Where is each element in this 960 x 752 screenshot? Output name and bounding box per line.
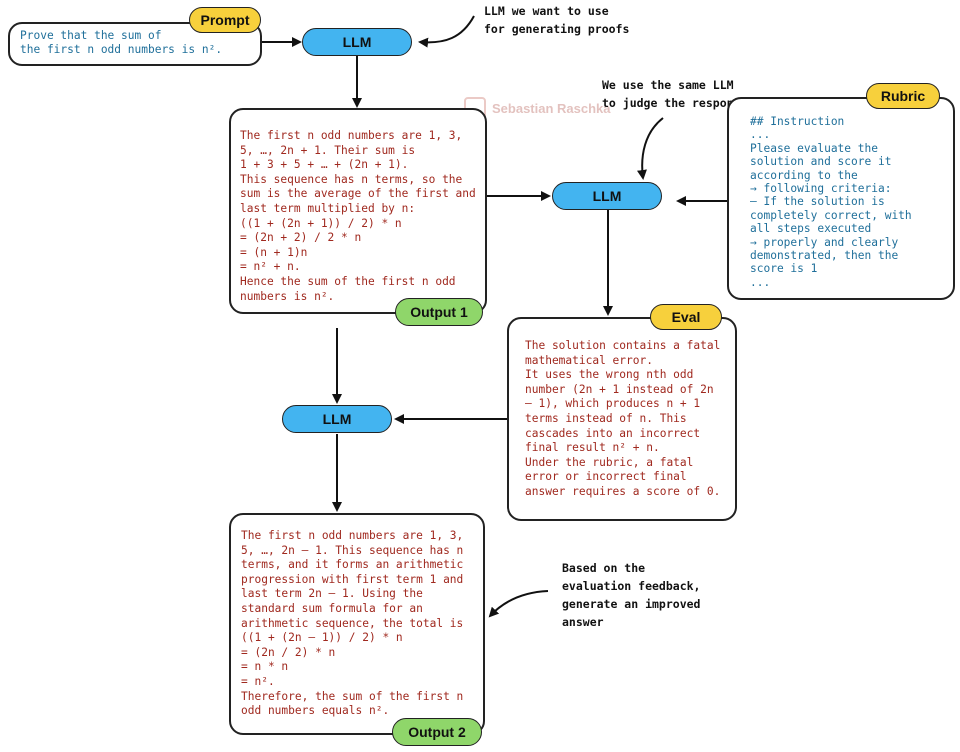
note-feedback: Based on the evaluation feedback, genera… xyxy=(562,561,701,629)
rubric-tag: Rubric xyxy=(866,83,940,109)
rubric-box: ## Instruction ... Please evaluate the s… xyxy=(727,97,955,300)
arrow-note-feedback xyxy=(488,590,549,618)
output2-text: The first n odd numbers are 1, 3, 5, …, … xyxy=(241,529,464,718)
prompt-box: Prove that the sum of the first n odd nu… xyxy=(8,22,262,66)
arrow-note-llm-use xyxy=(418,15,475,48)
watermark-text: Sebastian Raschka xyxy=(492,100,611,116)
eval-text: The solution contains a fatal mathematic… xyxy=(525,339,721,498)
eval-tag: Eval xyxy=(650,304,722,330)
watermark: Sebastian Raschka xyxy=(464,97,611,119)
output2-tag: Output 2 xyxy=(392,718,482,746)
note-same-llm: We use the same LLM to judge the respons… xyxy=(602,78,748,110)
eval-box: The solution contains a fatal mathematic… xyxy=(507,317,737,521)
output1-text: The first n odd numbers are 1, 3, 5, …, … xyxy=(240,129,476,303)
llm-generator-node: LLM xyxy=(302,28,412,56)
output2-box: The first n odd numbers are 1, 3, 5, …, … xyxy=(229,513,485,735)
rubric-text: ## Instruction ... Please evaluate the s… xyxy=(750,115,912,289)
output1-tag: Output 1 xyxy=(395,298,483,326)
output1-box: The first n odd numbers are 1, 3, 5, …, … xyxy=(229,108,487,314)
llm-judge-node: LLM xyxy=(552,182,662,210)
prompt-text: Prove that the sum of the first n odd nu… xyxy=(20,29,223,56)
llm-refine-node: LLM xyxy=(282,405,392,433)
note-llm-use: LLM we want to use for generating proofs xyxy=(484,4,630,36)
prompt-tag: Prompt xyxy=(189,7,261,33)
arrow-note-same-llm xyxy=(637,117,664,180)
